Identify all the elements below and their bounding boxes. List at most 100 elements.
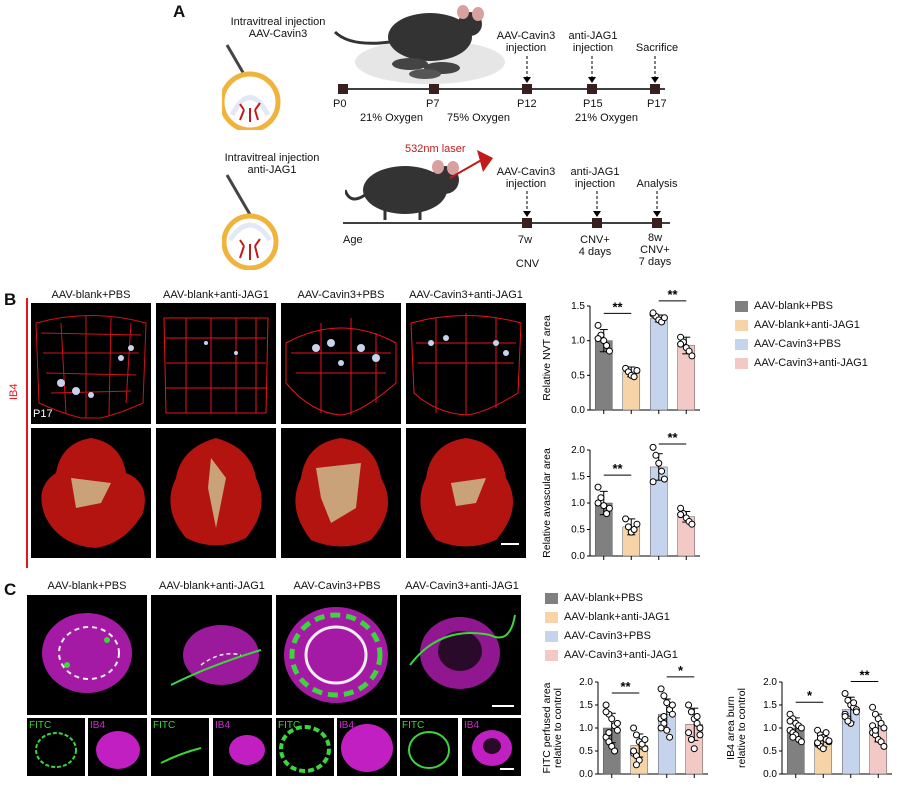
data-point (687, 708, 695, 716)
injection-label-2: Intravitreal injection anti-JAG1 (224, 152, 320, 176)
t2-axis-label: Age (343, 234, 363, 246)
t1-phase-2: 75% Oxygen (447, 112, 510, 124)
y-tick-label: 1.5 (571, 301, 585, 312)
y-axis-label: relative to control (552, 688, 564, 768)
t1-point-p15: P15 (583, 98, 603, 110)
laser-label: 532nm laser (405, 143, 466, 155)
t1-point-p7: P7 (426, 98, 440, 110)
data-point (852, 708, 860, 716)
data-point (663, 726, 671, 734)
data-point (594, 499, 602, 507)
y-axis-label: relative to control (736, 688, 748, 768)
cnv-merge-image (151, 595, 272, 715)
y-tick-label: 0.0 (571, 405, 585, 416)
data-point (850, 699, 858, 707)
ib4-channel-image: IB4 (213, 718, 272, 776)
timeline-1 (338, 56, 665, 94)
data-point (797, 724, 805, 732)
legend-b: AAV-blank+PBS AAV-blank+anti-JAG1 AAV-Ca… (735, 300, 900, 370)
data-point (789, 733, 797, 741)
data-point (630, 526, 638, 533)
y-tick-label: 2.0 (579, 677, 593, 688)
data-point (597, 494, 605, 502)
fitc-channel-image: FITC (151, 718, 209, 776)
b-group-4: AAV-Cavin3+anti-JAG1 (409, 289, 523, 301)
data-point (658, 467, 666, 475)
t1-phase-1: 21% Oxygen (360, 112, 423, 124)
injection-label-1: Intravitreal injection AAV-Cavin3 (230, 16, 326, 40)
ib4-side-label: IB4 (8, 383, 20, 400)
data-point (602, 708, 610, 716)
data-point (668, 701, 676, 709)
eye-injection-icon (222, 44, 281, 130)
data-point (825, 737, 833, 745)
data-point (608, 715, 616, 723)
y-tick-label: 1.5 (763, 700, 777, 711)
retina-nvt-image: P17 (31, 303, 151, 424)
c-group-1: AAV-blank+PBS (47, 580, 127, 592)
data-point (696, 724, 704, 732)
data-point (690, 745, 698, 753)
data-point (649, 478, 657, 486)
data-point (797, 738, 805, 746)
data-point (630, 747, 638, 755)
t2-point-7w: 7w (517, 234, 533, 246)
data-point (660, 475, 668, 483)
fitc-channel-image: FITC (400, 718, 458, 776)
data-point (652, 451, 660, 459)
data-point (622, 515, 630, 523)
y-tick-label: 1.5 (579, 700, 593, 711)
y-tick-label: 0.0 (571, 551, 585, 562)
significance-label: ** (859, 668, 870, 683)
y-axis-label: Relative avascular area (541, 448, 553, 558)
y-tick-label: 1.0 (571, 498, 585, 509)
t1-phase-3: 21% Oxygen (575, 112, 638, 124)
y-tick-label: 0.5 (579, 746, 593, 757)
data-point (688, 520, 696, 528)
significance-label: ** (667, 430, 678, 445)
data-point (655, 459, 663, 467)
data-point (632, 731, 640, 739)
data-point (600, 502, 608, 510)
data-point (688, 352, 696, 360)
y-tick-label: 1.0 (571, 336, 585, 347)
retina-avascular-image (156, 428, 276, 558)
data-point (633, 366, 641, 374)
data-point (685, 701, 693, 709)
data-point (657, 685, 665, 693)
significance-label: ** (620, 679, 631, 694)
t2-point-8w: 8w CNV+ 7 days (638, 232, 672, 268)
significance-label: * (807, 688, 813, 703)
y-tick-label: 1.0 (763, 723, 777, 734)
data-point (603, 510, 611, 518)
t1-point-p12: P12 (517, 98, 537, 110)
data-point (594, 335, 602, 343)
y-axis-label: IB4 area burn (725, 696, 737, 760)
y-tick-label: 2.0 (571, 445, 585, 456)
fitc-channel-image: FITC (27, 718, 85, 776)
data-point (641, 736, 649, 743)
bar (649, 318, 668, 411)
data-point (605, 729, 613, 737)
ib4-marker-line (26, 298, 28, 568)
data-point (663, 699, 671, 707)
legend-c: AAV-blank+PBS AAV-blank+anti-JAG1 AAV-Ca… (545, 592, 715, 664)
panel-letter-a: A (173, 2, 186, 21)
y-tick-label: 0.5 (571, 525, 585, 536)
retina-nvt-image (406, 303, 526, 424)
data-point (649, 309, 657, 317)
t1-event-3: Sacrifice (635, 42, 679, 54)
ib4-channel-image: IB4 (88, 718, 147, 776)
cnv-merge-image (276, 595, 397, 715)
c-group-4: AAV-Cavin3+anti-JAG1 (405, 580, 519, 592)
t1-event-1: AAV-Cavin3 injection (496, 30, 556, 54)
ib4-channel-image: IB4 (337, 718, 397, 776)
y-tick-label: 1.0 (579, 723, 593, 734)
data-point (605, 347, 613, 355)
eye-injection-icon-2 (222, 174, 279, 270)
b-group-1: AAV-blank+PBS (51, 289, 131, 301)
